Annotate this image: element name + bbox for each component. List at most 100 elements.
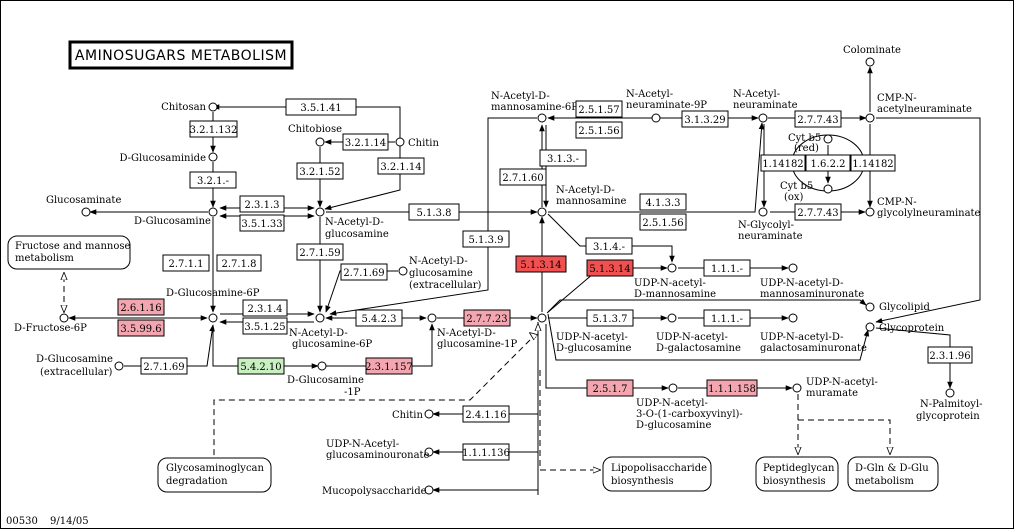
- enzyme-box-frame: [703, 309, 751, 327]
- enzyme-box-e2_6_1_16[interactable]: 2.6.1.16: [117, 298, 165, 316]
- enzyme-label: 2.7.7.43: [797, 208, 838, 219]
- enzyme-box-e2_7_7_43b[interactable]: 2.7.7.43: [794, 203, 842, 221]
- enzyme-box-e3_5_1_25[interactable]: 3.5.1.25: [242, 317, 288, 335]
- enzyme-label: 2.6.1.16: [120, 303, 161, 314]
- enzyme-box-e2_3_1_96[interactable]: 2.3.1.96: [927, 346, 973, 364]
- compound-cmp-neunac: CMP-N-: [877, 93, 917, 104]
- enzyme-box-frame: [706, 379, 758, 397]
- enzyme-box-e1_1_1_dash_a[interactable]: 1.1.1.-: [703, 259, 751, 277]
- enzyme-box-e2_5_1_56b[interactable]: 2.5.1.56: [639, 213, 687, 231]
- enzyme-box-e2_7_1_8[interactable]: 2.7.1.8: [216, 254, 262, 272]
- enzyme-box-e1_1_1_dash_b[interactable]: 1.1.1.-: [703, 309, 751, 327]
- enzyme-box-e2_7_1_69a[interactable]: 2.7.1.69: [340, 263, 388, 281]
- compound-glcnac-line2: glucosamine: [325, 229, 389, 240]
- enzyme-box-e2_7_1_69b[interactable]: 2.7.1.69: [140, 357, 188, 375]
- enzyme-box-e3_2_1_14b[interactable]: 3.2.1.14: [377, 157, 425, 175]
- enzyme-label: 3.1.3.29: [684, 115, 725, 126]
- map-dgln-label-1: D-Gln & D-Glu: [855, 463, 929, 474]
- enzyme-box-e3_1_3_29[interactable]: 3.1.3.29: [681, 110, 729, 128]
- enzyme-box-e1_1_1_158[interactable]: 1.1.1.158: [706, 379, 758, 397]
- enzyme-box-e5_1_3_14a[interactable]: 5.1.3.14: [515, 255, 567, 273]
- enzyme-box-frame: [239, 214, 285, 232]
- enzyme-box-e3_2_1_14a[interactable]: 3.2.1.14: [342, 133, 389, 151]
- compound-udp-galnac: UDP-N-acetyl-: [656, 332, 728, 343]
- compound-glcnac-ext: N-Acetyl-D-: [409, 256, 468, 267]
- map-dgln-label-2: metabolism: [855, 476, 914, 487]
- enzyme-box-frame: [285, 98, 357, 116]
- enzyme-box-e2_7_1_1[interactable]: 2.7.1.1: [162, 254, 210, 272]
- compound-glcn1p-line2: -1P: [344, 387, 361, 398]
- enzyme-box-frame: [760, 154, 806, 172]
- compound-udp-enolpyruvyl-line3: D-glucosamine: [636, 420, 711, 431]
- enzyme-label: 2.5.1.56: [578, 126, 619, 137]
- enzyme-box-frame: [140, 357, 188, 375]
- enzyme-box-e3_5_99_6[interactable]: 3.5.99.6: [117, 319, 165, 337]
- enzyme-box-e2_7_7_23[interactable]: 2.7.7.23: [463, 309, 511, 327]
- enzyme-box-e3_2_1_52[interactable]: 3.2.1.52: [296, 162, 344, 180]
- enzyme-box-e2_5_1_7[interactable]: 2.5.1.7: [586, 379, 634, 397]
- compound-glycolipid: Glycolipid: [879, 302, 930, 313]
- enzyme-box-e5_1_3_7[interactable]: 5.1.3.7: [586, 309, 634, 327]
- compound-udp-mannac-line2: D-mannosamine: [634, 289, 716, 300]
- enzyme-box-frame: [365, 357, 413, 375]
- enzyme-box-e2_3_1_157[interactable]: 2.3.1.157: [365, 357, 413, 375]
- svg-text:AMINOSUGARS METABOLISM: AMINOSUGARS METABOLISM: [75, 48, 287, 64]
- enzyme-label: 3.2.1.-: [197, 176, 229, 187]
- enzyme-box-e3_1_3_dash[interactable]: 3.1.3.-: [539, 149, 587, 167]
- enzyme-box-e5_4_2_10[interactable]: 5.4.2.10: [237, 357, 285, 375]
- enzyme-box-e1_14_18_2a[interactable]: 1.14182: [760, 154, 806, 172]
- enzyme-box-e2_5_1_56a[interactable]: 2.5.1.56: [575, 121, 623, 139]
- enzyme-label: 2.7.1.59: [299, 248, 340, 259]
- enzyme-box-frame: [515, 255, 567, 273]
- compound-glcnac6p-line2: glucosamine-6P: [292, 339, 373, 350]
- enzyme-label: 2.5.1.56: [642, 218, 683, 229]
- enzyme-box-e3_2_1_dash[interactable]: 3.2.1.-: [189, 171, 237, 189]
- compound-chitobiose: Chitobiose: [288, 124, 342, 135]
- enzyme-box-frame: [239, 195, 285, 213]
- enzyme-label: 2.7.1.8: [222, 259, 257, 270]
- enzyme-box-e3_5_1_41[interactable]: 3.5.1.41: [285, 98, 357, 116]
- enzyme-box-e5_1_3_9[interactable]: 5.1.3.9: [462, 230, 510, 248]
- enzyme-box-frame: [794, 203, 842, 221]
- enzyme-label: 5.1.3.14: [520, 260, 561, 271]
- enzyme-box-frame: [117, 298, 165, 316]
- enzyme-box-e2_4_1_16[interactable]: 2.4.1.16: [462, 405, 510, 423]
- footer-date: 9/14/05: [50, 516, 89, 527]
- enzyme-label: 3.1.4.-: [593, 242, 625, 253]
- compound-udp-murnac-line2: muramate: [806, 388, 858, 399]
- enzyme-label: 1.14182: [762, 159, 803, 170]
- compound-udp-glcnac-uronate-line2: glucosaminouronate: [326, 450, 430, 461]
- enzyme-box-e3_2_1_132[interactable]: 3.2.1.132: [189, 120, 238, 138]
- enzyme-box-e2_7_1_59[interactable]: 2.7.1.59: [296, 243, 344, 261]
- enzyme-label: 1.1.1.-: [711, 314, 743, 325]
- enzyme-label: 3.5.1.41: [300, 103, 341, 114]
- enzyme-box-e4_1_3_3[interactable]: 4.1.3.3: [639, 193, 687, 211]
- map-dgln-dglu-metabolism[interactable]: D-Gln & D-Glu metabolism: [847, 456, 939, 492]
- enzyme-box-frame: [237, 357, 285, 375]
- enzyme-box-e1_1_1_136[interactable]: 1.1.1.136: [462, 443, 510, 461]
- enzyme-box-e5_1_3_14b[interactable]: 5.1.3.14: [586, 259, 634, 277]
- enzyme-box-frame: [585, 237, 633, 255]
- enzyme-box-e2_3_1_3[interactable]: 2.3.1.3: [239, 195, 285, 213]
- enzyme-box-e1_14_18_2b[interactable]: 1.14182: [850, 154, 896, 172]
- map-glycosaminoglycan-degradation[interactable]: Glycosaminoglycan degradation: [157, 457, 272, 493]
- enzyme-box-frame: [850, 154, 896, 172]
- map-peptidoglycan-biosynthesis[interactable]: Peptideglycan biosynthesis: [755, 456, 839, 492]
- enzyme-box-e3_1_4_dash[interactable]: 3.1.4.-: [585, 237, 633, 255]
- enzyme-box-frame: [462, 230, 510, 248]
- enzyme-box-e2_7_1_60[interactable]: 2.7.1.60: [499, 168, 547, 186]
- compound-udp-glcnac-uronate: UDP-N-Acetyl-: [326, 439, 399, 450]
- enzyme-box-e2_5_1_57[interactable]: 2.5.1.57: [575, 100, 623, 118]
- map-lps-biosynthesis[interactable]: Lipopolisaccharide biosynthesis: [602, 456, 712, 492]
- enzyme-box-e2_7_7_43a[interactable]: 2.7.7.43: [794, 110, 842, 128]
- map-fructose-mannose[interactable]: Fructose and mannose metabolism: [7, 235, 131, 270]
- enzyme-box-e5_4_2_3[interactable]: 5.4.2.3: [355, 309, 403, 327]
- enzyme-box-e3_5_1_33[interactable]: 3.5.1.33: [239, 214, 285, 232]
- enzyme-box-e5_1_3_8[interactable]: 5.1.3.8: [408, 203, 460, 221]
- enzyme-label: 1.1.1.158: [708, 384, 756, 395]
- enzyme-label: 3.2.1.14: [345, 138, 386, 149]
- enzyme-box-e1_6_2_2[interactable]: 1.6.2.2: [805, 154, 851, 172]
- enzyme-label: 2.3.1.157: [365, 362, 413, 373]
- enzyme-box-e2_3_1_4[interactable]: 2.3.1.4: [242, 299, 288, 317]
- enzyme-label: 3.5.99.6: [120, 324, 161, 335]
